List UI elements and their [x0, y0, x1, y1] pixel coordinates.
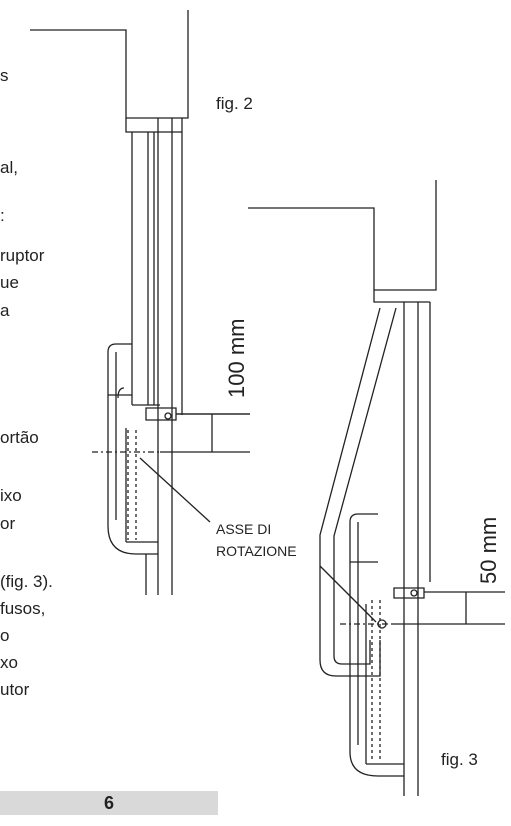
fig2-leader	[139, 457, 211, 523]
fig3-pivot	[410, 589, 418, 597]
fig3-top-bracket	[248, 180, 437, 291]
text-fragment: utor	[0, 680, 30, 699]
fig2-dim-lines	[160, 413, 250, 453]
text-fragment: or	[0, 514, 16, 533]
fig3-motor-hatch	[371, 600, 381, 760]
fig3-dim-lines	[392, 591, 505, 625]
text-fragment: a	[0, 301, 10, 320]
text-fragment: ruptor	[0, 246, 45, 265]
fig2-dimension-label: 100 mm	[224, 318, 249, 398]
page-footer-bar: 6	[0, 791, 218, 815]
text-fragment: al,	[0, 158, 18, 177]
fig2-top-inner	[125, 118, 182, 133]
text-fragment: fusos,	[0, 599, 46, 618]
fig3-leaf	[403, 302, 431, 796]
fig3-drawing	[248, 180, 505, 796]
fig3-label: fig. 3	[441, 750, 478, 769]
text-fragment: (fig. 3).	[0, 572, 53, 591]
fig3-top-inner	[373, 290, 430, 303]
fig3-dimension-label: 50 mm	[476, 516, 501, 584]
fig2-motor-hatch	[127, 430, 137, 540]
fig3-bracket	[393, 587, 425, 599]
fig3-motor-housing	[349, 513, 404, 777]
fig2-label: fig. 2	[216, 94, 253, 113]
fig2-top-bracket	[30, 10, 189, 119]
fig2-leaf	[157, 118, 183, 595]
text-fragment: ue	[0, 273, 19, 292]
text-fragment: xo	[0, 653, 18, 672]
page-number: 6	[103, 793, 114, 813]
rotation-axis-label-line2: ROTAZIONE	[216, 543, 297, 559]
fig3-arm	[319, 307, 397, 677]
text-fragment: :	[0, 206, 5, 225]
fig2-pivot	[164, 412, 172, 420]
fig2-arm	[131, 132, 160, 406]
text-fragment: s	[0, 66, 9, 85]
text-fragment: o	[0, 626, 10, 645]
text-fragment: ortão	[0, 428, 39, 447]
fig3-leader	[319, 565, 377, 623]
text-fragment: ixo	[0, 486, 22, 505]
fig2-motor-housing	[107, 343, 158, 555]
fig2-drawing	[30, 10, 250, 595]
rotation-axis-label-line1: ASSE DI	[216, 521, 272, 537]
